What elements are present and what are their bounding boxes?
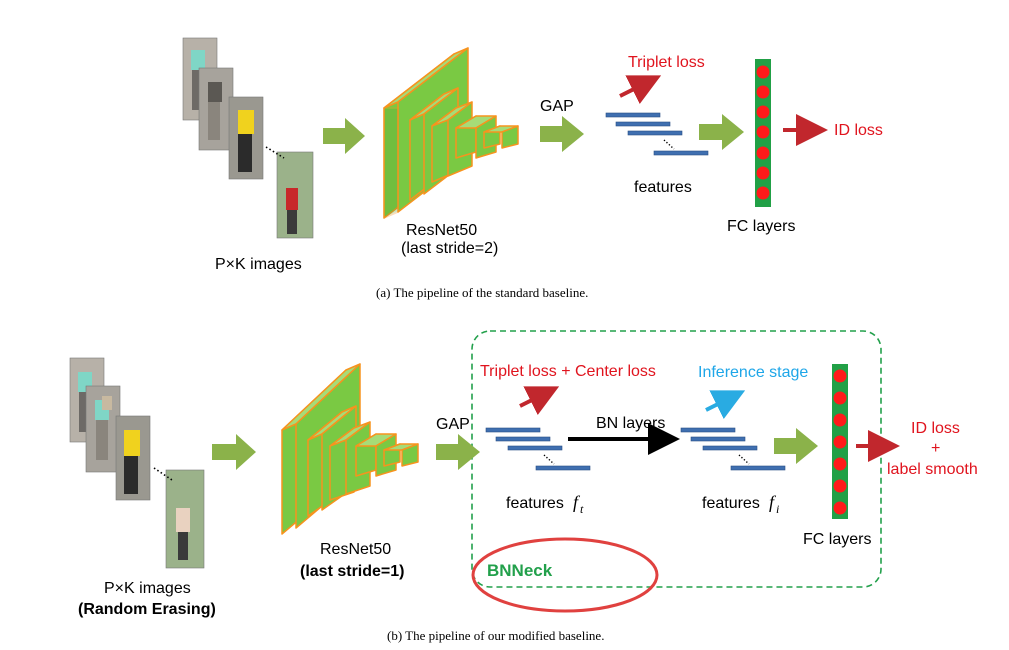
feature-vectors-fi — [680, 427, 786, 471]
backbone-label-b: ResNet50 — [320, 541, 391, 558]
features-ft-label: features — [506, 495, 564, 512]
triplet-loss-arrow-a — [619, 75, 662, 105]
triplet-center-label-b: Triplet loss + Center loss — [480, 363, 656, 380]
id-loss-label-a: ID loss — [834, 122, 883, 139]
plus-label-b: + — [931, 440, 940, 457]
gap-label-a: GAP — [540, 98, 574, 115]
features-fi-label: features — [702, 495, 760, 512]
feature-vectors-a — [605, 112, 709, 156]
backbone-label-a: ResNet50 — [406, 222, 477, 239]
arrow-features-to-fc-a — [699, 114, 744, 150]
backbone-sub-b: (last stride=1) — [300, 563, 404, 580]
features-fi-symbol: f — [769, 492, 777, 512]
resnet50-backbone-a — [383, 47, 519, 219]
features-label-a: features — [634, 179, 692, 196]
person-image-stack-a — [182, 37, 314, 239]
caption-b: (b) The pipeline of our modified baselin… — [387, 628, 604, 643]
label-smooth-label-b: label smooth — [887, 461, 978, 478]
bn-layers-label: BN layers — [596, 415, 665, 432]
features-ft-symbol: f — [573, 492, 581, 512]
feature-ellipsis-ft — [543, 454, 555, 465]
inference-stage-arrow — [705, 390, 746, 420]
fc-label-b: FC layers — [803, 531, 871, 548]
resnet50-backbone-b — [281, 363, 419, 535]
fc-label-a: FC layers — [727, 218, 795, 235]
arrow-images-to-cnn-a — [323, 118, 365, 154]
gap-arrow-b — [436, 434, 480, 470]
images-label-a: P×K images — [215, 256, 302, 273]
feature-ellipsis-a — [663, 139, 675, 150]
backbone-sub-a: (last stride=2) — [401, 240, 498, 257]
arrow-features-to-fc-b — [774, 428, 818, 464]
arrow-images-to-cnn-b — [212, 434, 256, 470]
triplet-center-arrow-b — [519, 386, 560, 416]
feature-ellipsis-fi — [738, 454, 750, 465]
bnneck-highlight-ellipse — [471, 537, 659, 613]
images-label-b: P×K images — [104, 580, 191, 597]
inference-stage-label: Inference stage — [698, 364, 808, 381]
feature-vectors-ft — [485, 427, 591, 471]
person-image-stack-b — [69, 357, 205, 569]
fc-neurons-a — [756, 65, 770, 200]
features-fi-subscript: i — [776, 502, 779, 516]
panel-a: P×K images ResNet50 (last stride=2) GAP — [182, 37, 883, 300]
caption-a: (a) The pipeline of the standard baselin… — [376, 285, 588, 300]
gap-label-b: GAP — [436, 416, 470, 433]
id-loss-label-b: ID loss — [911, 420, 960, 437]
fc-neurons-b — [833, 369, 847, 515]
gap-arrow-a — [540, 116, 584, 152]
images-sub-b: (Random Erasing) — [78, 601, 216, 618]
features-ft-subscript: t — [580, 502, 584, 516]
triplet-loss-label-a: Triplet loss — [628, 54, 705, 71]
bnneck-label: BNNeck — [487, 561, 553, 580]
panel-b: P×K images (Random Erasing) ResNet50 (la… — [69, 330, 978, 643]
